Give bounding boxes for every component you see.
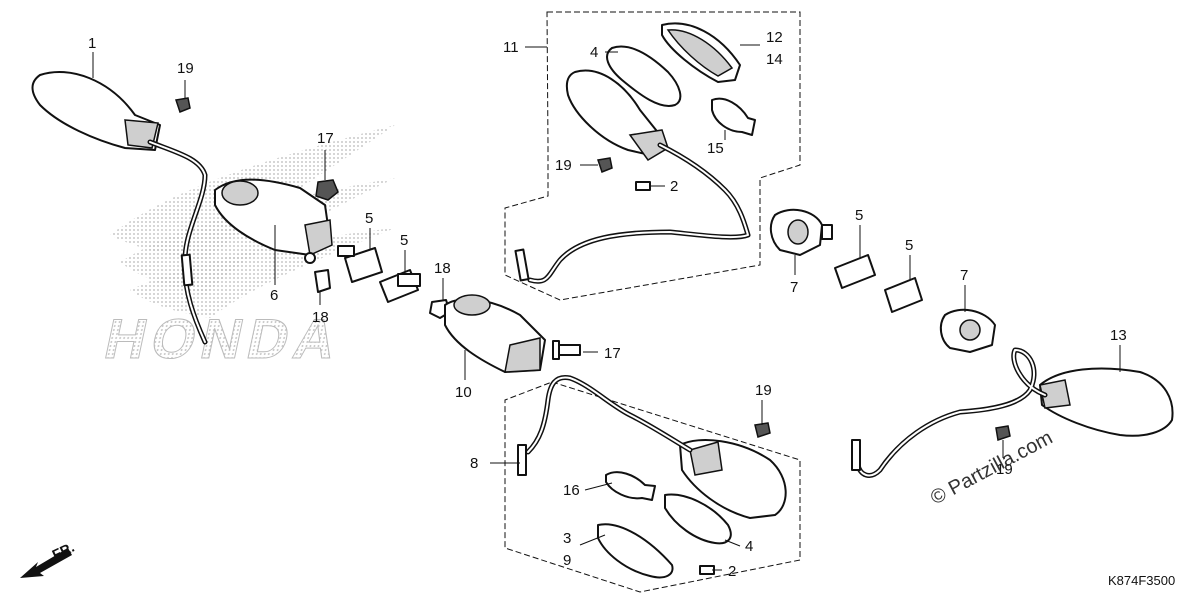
callout-18-left: 18	[312, 309, 329, 326]
part-7-socket-top	[769, 208, 823, 256]
part-19-screw-top-left	[175, 97, 191, 113]
callout-9: 9	[563, 552, 571, 569]
callout-5-b: 5	[400, 232, 408, 249]
callout-13: 13	[1110, 327, 1127, 344]
part-15-bulb-rear	[711, 97, 756, 136]
callout-5-c: 5	[855, 207, 863, 224]
callout-7-bottom: 7	[960, 267, 968, 284]
assembly-box-rear-winker	[504, 11, 801, 301]
callout-4-front: 4	[745, 538, 753, 555]
callout-19-rear: 19	[555, 157, 572, 174]
part-18-bolt-left	[314, 269, 331, 293]
part-13-right-winker	[851, 347, 1174, 478]
part-7-socket-bottom	[939, 308, 996, 353]
callout-17-left: 17	[317, 130, 334, 147]
part-5-socket-d	[884, 277, 923, 313]
callout-4-rear: 4	[590, 44, 598, 61]
callout-16: 16	[563, 482, 580, 499]
callout-18-middle: 18	[434, 260, 451, 277]
part-5-socket-c	[821, 224, 876, 289]
callout-3: 3	[563, 530, 571, 547]
part-2-screw-rear	[635, 181, 651, 191]
front-arrow-icon	[20, 548, 72, 578]
leader-lines	[92, 44, 1121, 571]
part-1-left-winker	[31, 70, 208, 345]
callout-19-top-left: 19	[177, 60, 194, 77]
callout-6: 6	[270, 287, 278, 304]
part-8-front-winker-assembly	[517, 374, 787, 579]
part-6-left-cover	[214, 178, 333, 264]
callout-2-rear: 2	[670, 178, 678, 195]
part-11-rear-winker-assembly	[514, 22, 756, 284]
part-10-right-cover	[444, 294, 546, 373]
assembly-box-front-winker	[504, 381, 801, 593]
part-17-bolt-middle	[552, 340, 581, 360]
diagram-code: K874F3500	[1108, 573, 1175, 588]
callout-labels: 1 19 17 5 5 6 18 18 10 17 11 4 12 14 15 …	[88, 29, 1127, 580]
callout-8: 8	[470, 455, 478, 472]
honda-logo-text: HONDA	[99, 308, 348, 370]
front-direction-label: FR.	[50, 539, 77, 563]
part-2-screw-front	[699, 565, 715, 575]
front-direction-indicator: FR.	[20, 539, 77, 578]
part-4-gasket-rear	[606, 45, 682, 107]
callout-15: 15	[707, 140, 724, 157]
partzilla-watermark: © Partzilla.com	[927, 427, 1056, 510]
callout-1: 1	[88, 35, 96, 52]
part-5-socket-b	[379, 269, 421, 303]
part-19-screw-front	[754, 422, 771, 438]
part-19-screw-rear	[597, 157, 613, 173]
callout-19-front: 19	[755, 382, 772, 399]
callout-14: 14	[766, 51, 783, 68]
callout-2-front: 2	[728, 563, 736, 580]
callout-5-a: 5	[365, 210, 373, 227]
part-3-lens	[597, 523, 674, 579]
callout-12: 12	[766, 29, 783, 46]
part-19-screw-right	[995, 425, 1011, 441]
callout-10: 10	[455, 384, 472, 401]
part-17-nut-left	[315, 179, 339, 201]
callout-17-middle: 17	[604, 345, 621, 362]
callout-19-right: 19	[996, 461, 1013, 478]
part-16-bulb-front	[605, 471, 656, 501]
part-5-socket-a	[337, 245, 383, 283]
callout-5-d: 5	[905, 237, 913, 254]
callout-11: 11	[503, 39, 519, 56]
callout-7-top: 7	[790, 279, 798, 296]
